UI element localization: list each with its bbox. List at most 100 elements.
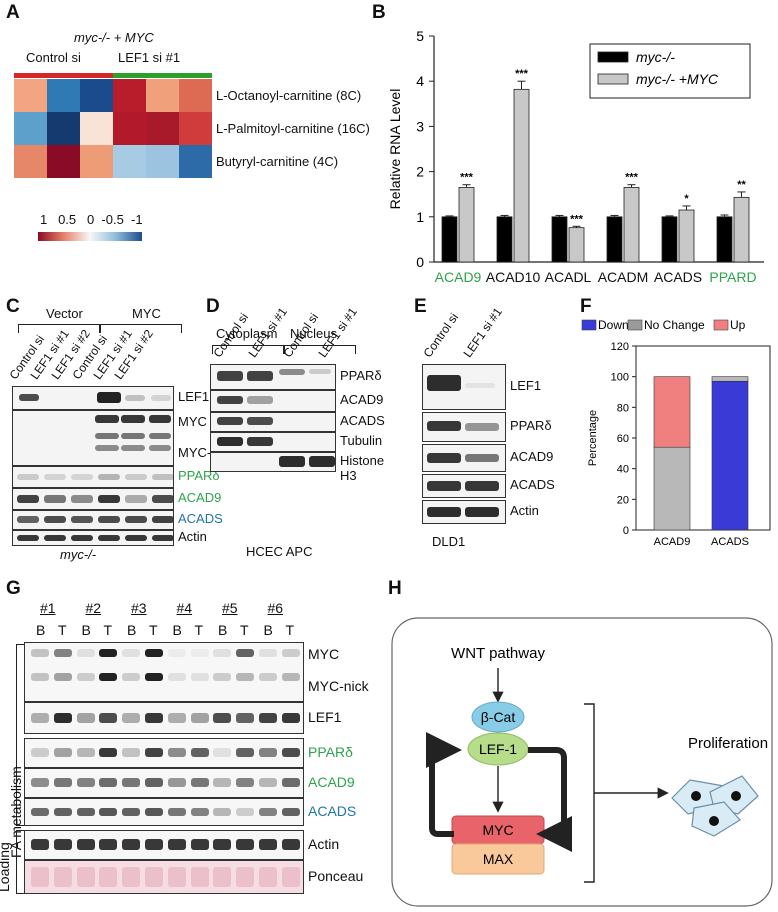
band: [217, 396, 243, 404]
y-tick-label: 20: [617, 494, 629, 506]
y-tick-label: 80: [617, 402, 629, 414]
band: [71, 535, 93, 541]
band: [76, 778, 95, 787]
y-tick-label: 120: [611, 341, 629, 353]
band: [151, 395, 171, 401]
band: [98, 535, 120, 541]
myc-text: MYC: [482, 822, 513, 838]
beta-catenin-text: β-Cat: [481, 709, 516, 725]
band: [145, 808, 163, 816]
heatmap-top-title: myc-/- + MYC: [74, 30, 154, 45]
blot-g-b-label: B: [218, 622, 228, 638]
band: [76, 673, 95, 681]
band: [99, 649, 118, 657]
band: [122, 649, 141, 657]
significance-marker: ***: [515, 68, 529, 80]
blot-c-row-label: PPARδ: [178, 468, 220, 483]
band: [281, 748, 300, 757]
y-axis-label: Percentage: [587, 410, 599, 466]
y-tick-label: 1: [416, 209, 424, 225]
bar: [496, 216, 513, 263]
blot-c-row-label: MYC: [178, 414, 207, 429]
blot-g-side-loading: Loading: [0, 842, 12, 892]
blot-g-row-label: LEF1: [308, 709, 342, 725]
blot-c-vector-label: Vector: [46, 306, 83, 321]
blot-d-cytoplasm-label: Cytoplasm: [216, 326, 278, 341]
band: [98, 495, 120, 503]
blot-c-blot-strip: [12, 488, 174, 510]
x-tick-label: PPARD: [709, 269, 756, 285]
band: [190, 748, 209, 757]
band: [44, 495, 66, 503]
blot-e-blot-strip: [422, 412, 506, 442]
blot-e-footer: DLD1: [432, 534, 466, 549]
panel-label-f: F: [580, 296, 592, 317]
blot-g-sample-label: #3: [131, 600, 147, 616]
x-tick-label: ACADS: [711, 536, 749, 548]
legend-swatch: [627, 319, 643, 331]
band: [125, 395, 145, 401]
blot-g-blot-strip: [24, 702, 304, 734]
band: [217, 437, 243, 446]
heatmap-cell: [47, 79, 80, 112]
legend-swatch: [597, 51, 629, 63]
blot-g-bracket-fa: [16, 644, 24, 826]
band: [427, 375, 461, 391]
band: [236, 748, 255, 757]
lef1-text: LEF-1: [479, 741, 517, 757]
band: [71, 474, 93, 480]
band: [98, 516, 120, 523]
blot-e-lane-label: LEF1 si #1: [460, 304, 505, 360]
band: [279, 456, 305, 467]
band: [53, 748, 72, 757]
panel-label-d: D: [206, 296, 220, 317]
band: [122, 748, 141, 757]
band: [121, 445, 145, 451]
blot-g-row-label: Ponceau: [308, 868, 364, 884]
band: [190, 808, 209, 816]
band: [427, 421, 461, 431]
feedback-arrow-right: [528, 747, 572, 852]
band: [53, 839, 72, 850]
blot-e-row-label: ACAD9: [510, 449, 554, 464]
band: [213, 867, 232, 887]
blot-g-blot-strip: [24, 642, 304, 702]
significance-marker: *: [684, 193, 689, 205]
y-tick-label: 60: [617, 433, 629, 445]
blot-d-blot-strip: [210, 390, 336, 412]
y-tick-label: 100: [611, 372, 629, 384]
band: [465, 481, 499, 491]
band: [213, 649, 232, 657]
blot-e-row-label: Actin: [510, 503, 539, 518]
panel-label-g: G: [6, 578, 21, 599]
band: [149, 415, 171, 423]
blot-g-blot-strip: [24, 798, 304, 826]
significance-marker: **: [737, 179, 746, 191]
band: [259, 867, 277, 887]
heatmap-color-scale: [38, 232, 142, 241]
band: [167, 778, 186, 787]
band: [236, 808, 255, 816]
heatmap-cell: [146, 145, 179, 178]
band: [97, 392, 121, 403]
band: [213, 808, 232, 816]
max-node: [451, 843, 545, 875]
band: [53, 808, 72, 816]
legend-swatch: [713, 319, 729, 331]
heatmap-group-bar-control: [14, 73, 113, 78]
band: [125, 495, 147, 503]
blot-d-row-label: Histone H3: [340, 453, 385, 483]
band: [17, 495, 39, 503]
band: [247, 417, 273, 425]
band: [217, 371, 243, 381]
proliferation-text: Proliferation: [688, 735, 768, 752]
band: [190, 839, 209, 850]
band: [259, 649, 277, 657]
blot-e-row-label: ACADS: [510, 477, 555, 492]
band: [152, 474, 173, 480]
x-tick-label: ACAD9: [654, 536, 691, 548]
heatmap-cell: [146, 79, 179, 112]
blot-c-myc-label: MYC: [132, 306, 161, 321]
band: [53, 649, 72, 657]
